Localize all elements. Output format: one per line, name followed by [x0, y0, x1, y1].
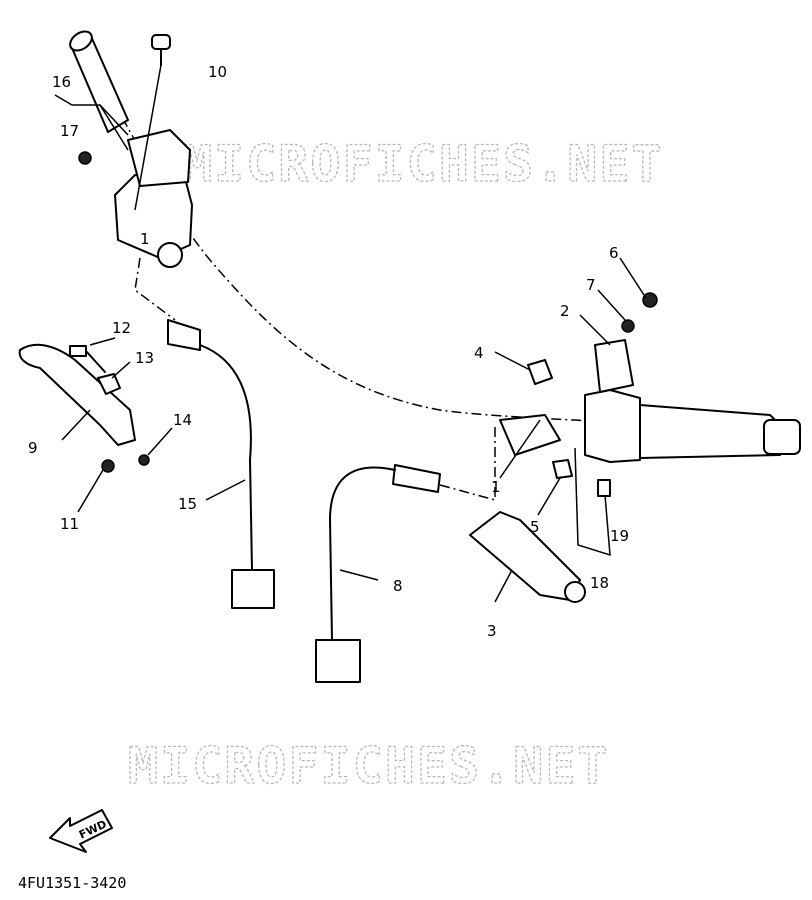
left-grip [69, 30, 129, 133]
watermark-top: MICROFICHES.NET [182, 135, 664, 193]
callout-11: 11 [60, 515, 79, 533]
callout-12: 12 [112, 319, 131, 337]
drawing-code: 4FU1351-3420 [18, 874, 126, 892]
callout-14: 14 [173, 411, 192, 429]
callout-16: 16 [52, 73, 71, 91]
brake-switch-cable [315, 425, 496, 683]
callout-19: 19 [610, 527, 629, 545]
callout-8: 8 [393, 577, 403, 595]
watermark-bottom: MICROFICHES.NET [128, 737, 610, 795]
callout-1-left: 1 [140, 230, 150, 248]
callout-9: 9 [28, 439, 38, 457]
clutch-lever [18, 343, 150, 473]
callout-17: 17 [60, 122, 79, 140]
callout-6: 6 [609, 244, 619, 262]
right-hardware [527, 292, 658, 497]
callout-2: 2 [560, 302, 570, 320]
front-brake-lever [469, 414, 586, 603]
forward-direction-arrow: FWD [49, 809, 113, 853]
callout-3: 3 [487, 622, 497, 640]
left-switch-housing [78, 129, 193, 268]
callout-15: 15 [178, 495, 197, 513]
callout-4: 4 [474, 344, 484, 362]
callout-5: 5 [530, 518, 540, 536]
bolt-10 [151, 34, 171, 66]
right-grip-assembly [584, 339, 801, 463]
callout-18: 18 [590, 574, 609, 592]
callout-1-right: 1 [491, 478, 501, 496]
callout-13: 13 [135, 349, 154, 367]
leader-lines [54, 94, 647, 603]
callout-7: 7 [586, 276, 596, 294]
leader-10 [134, 64, 162, 211]
callout-10: 10 [208, 63, 227, 81]
left-switch-cable [134, 257, 275, 609]
